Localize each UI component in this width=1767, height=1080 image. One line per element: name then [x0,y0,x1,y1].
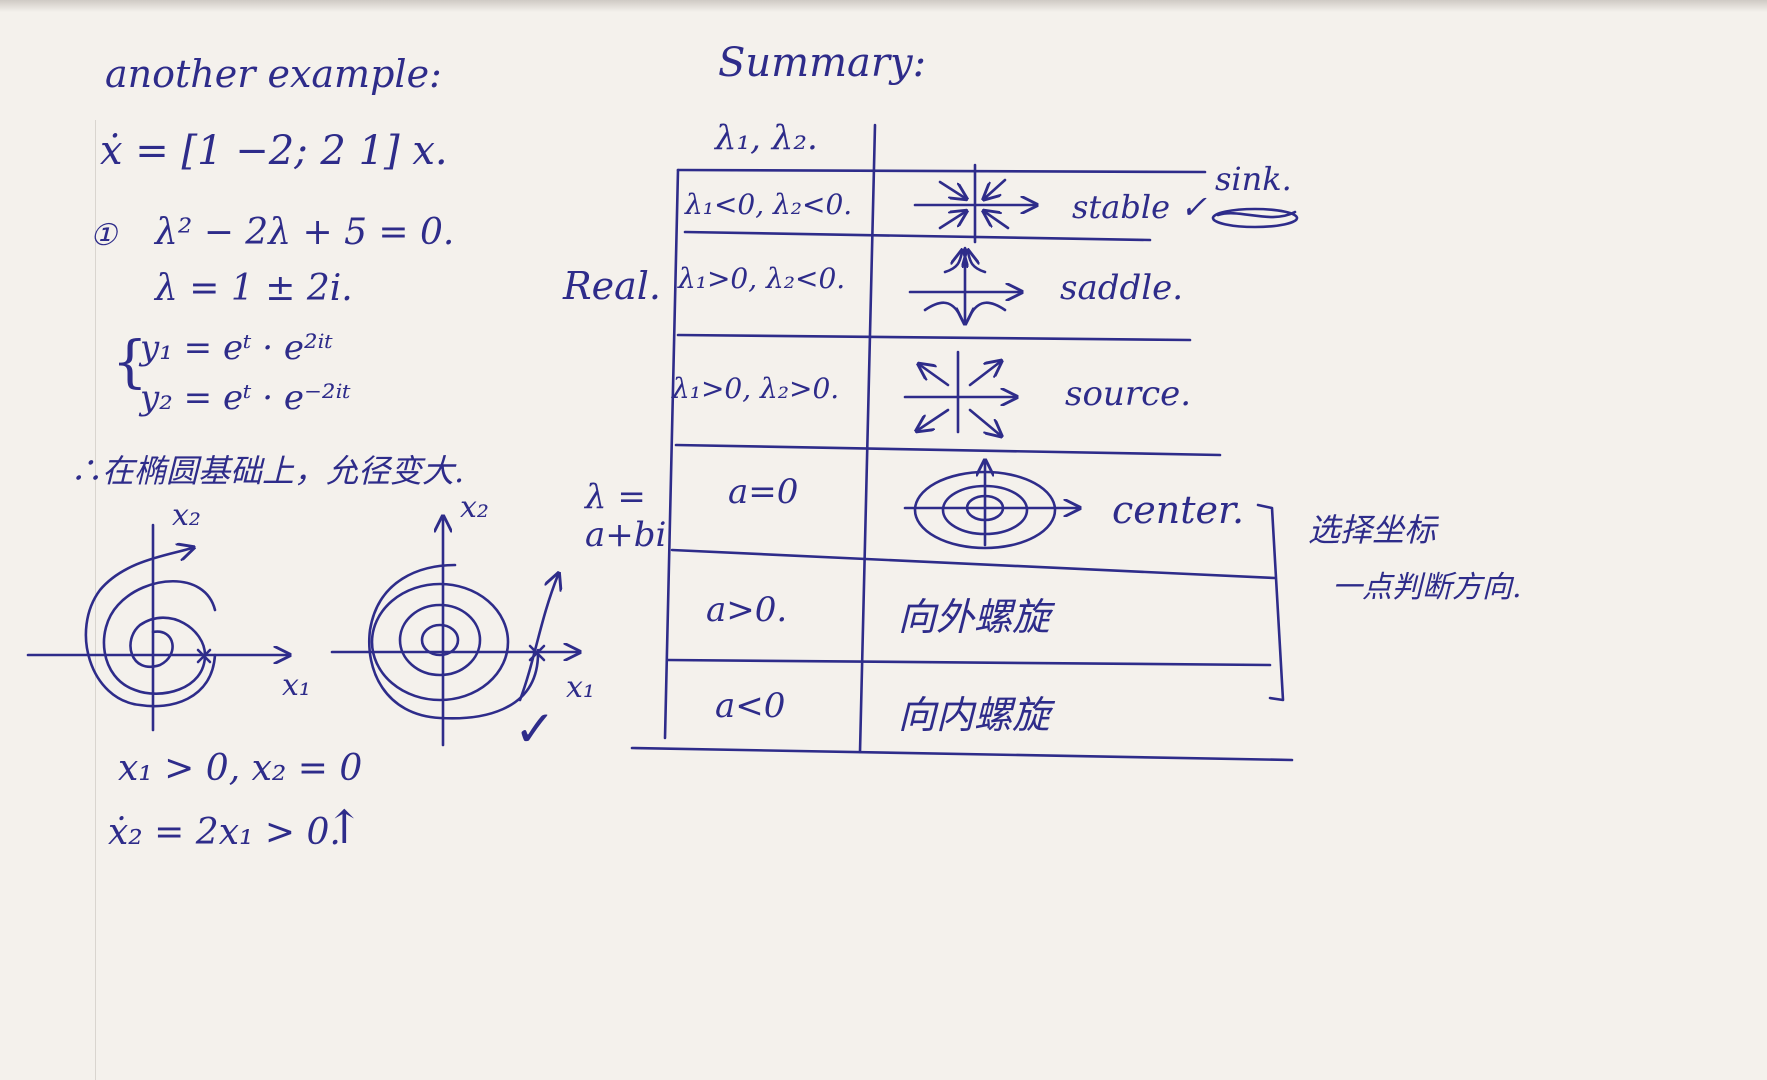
phase2-outer-spiral [367,563,540,720]
scribble-icon [1211,207,1299,229]
phase2-axis-y: x₂ [460,490,489,525]
table-row-line [674,443,1222,457]
step-marker: ① [90,218,117,253]
eigenvalues: λ = 1 ± 2i. [155,268,353,309]
solution-y1: y₁ = eᵗ · e²ⁱᵗ [140,328,333,368]
system-equation: ẋ = [1 −2; 2 1] x. [100,128,448,174]
phase2-cross-icon [528,644,546,662]
phase1-cross-icon [196,648,212,664]
row-name-center: center. [1112,488,1245,532]
sink-portrait-icon [913,163,1035,244]
phase2-escape-arrow [518,575,558,702]
table-header-eigen: λ₁, λ₂. [715,118,818,158]
table-row-line [666,658,1272,667]
phase1-axis-x: x₁ [282,668,311,703]
table-col-divider [858,123,877,754]
row-cond-sink: λ₁<0, λ₂<0. [685,188,853,221]
source-portrait-icon [903,350,1015,435]
table-row-line [676,168,1207,174]
row-name-spiral-out: 向外螺旋 [898,595,1051,639]
row-name-stable: stable ✓ [1072,188,1207,226]
row-cond-center: a=0 [728,472,799,512]
group-label-complex: λ = a+bi [585,477,667,555]
phase2-ring-1 [420,623,460,657]
phase-portrait-1 [26,523,288,732]
row-cond-saddle: λ₁>0, λ₂<0. [678,262,846,295]
phase-portrait-2 [330,518,578,747]
bracket-note-1: 选择坐标 [1308,511,1437,549]
row-cond-source: λ₁>0, λ₂>0. [672,372,840,405]
characteristic-equation: λ² − 2λ + 5 = 0. [155,212,455,253]
checkmark-icon: ✓ [514,700,556,758]
summary-title: Summary: [718,40,927,86]
note-text: ∴在椭圆基础上，允径变大. [70,452,465,490]
paper-edge [0,0,1767,12]
row-name-source: source. [1065,374,1192,414]
phase1-spiral [102,579,217,695]
heading: another example: [105,52,442,96]
row-cond-spiral-in: a<0 [715,686,786,726]
table-row-line [670,548,1277,580]
table-row-line [683,230,1152,242]
solution-y2: y₂ = eᵗ · e⁻²ⁱᵗ [140,378,351,418]
complex-bracket [1256,503,1285,702]
center-portrait-icon [903,462,1078,550]
brace-icon: { [112,330,148,395]
up-arrow-icon: ↑ [325,800,364,854]
bracket-note-2: 一点判断方向. [1332,570,1522,605]
phase1-outer-spiral [84,548,217,708]
table-row-line [676,333,1192,342]
row-name-spiral-in: 向内螺旋 [898,693,1051,737]
phase2-ring-3 [370,582,510,702]
saddle-portrait-icon [908,246,1020,322]
summary-table [630,123,1294,762]
scribble-icon [1216,210,1297,219]
table-bottom-line [630,746,1294,762]
margin-line [95,120,96,1080]
row-cond-spiral-out: a>0. [706,590,788,630]
row-extra-sink: sink. [1215,160,1292,198]
condition-1: x₁ > 0, x₂ = 0 [118,748,363,789]
phase2-ring-2 [398,603,482,677]
group-label-real: Real. [563,264,661,308]
condition-2: ẋ₂ = 2x₁ > 0. [108,812,341,853]
table-left-border [663,168,680,740]
phase2-axis-x: x₁ [566,670,595,705]
row-name-saddle: saddle. [1060,268,1184,308]
phase1-axis-y: x₂ [172,498,201,533]
